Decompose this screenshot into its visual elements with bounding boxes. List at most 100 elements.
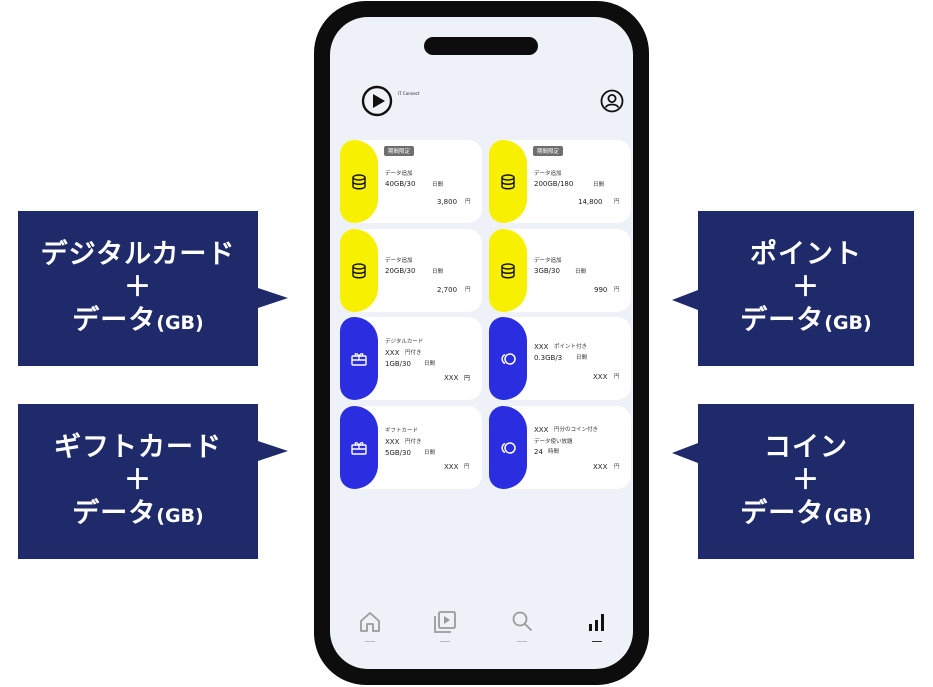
gift-card-icon — [351, 441, 367, 455]
card-price: 2,700 — [437, 286, 458, 294]
phone-screen: IT Connect 期間限定 データ追加 40GB/30 日間 3,800 円 — [330, 17, 633, 669]
card-currency: 円 — [614, 287, 620, 293]
card-strip — [340, 229, 378, 312]
plan-card-coin[interactable]: XXX 円分のコイン付き データ使い放題 24 時間 XXX 円 — [489, 406, 631, 489]
database-icon — [501, 173, 515, 189]
card-strip — [489, 140, 527, 223]
coins-icon — [501, 441, 516, 454]
phone-notch — [424, 37, 538, 55]
nav-label-marker — [517, 641, 527, 642]
user-circle-icon[interactable] — [600, 89, 624, 113]
gift-card-icon — [351, 352, 367, 366]
card-period: 日間 — [424, 450, 436, 456]
card-amount: 0.3GB/3 — [534, 354, 563, 362]
callout-title: コイン — [764, 432, 848, 464]
callout-title: ギフトカード — [54, 432, 222, 464]
callout-pointer — [672, 443, 698, 463]
callout-title: ポイント — [750, 239, 862, 271]
card-amount: 5GB/30 — [385, 449, 411, 457]
card-strip — [340, 317, 378, 400]
callout-digital-card-data: デジタルカード ＋ データ(GB) — [18, 211, 258, 366]
callout-gift-card-data: ギフトカード ＋ データ(GB) — [18, 404, 258, 559]
card-currency: 円 — [465, 287, 471, 293]
card-price: XXX — [593, 463, 608, 471]
limited-badge: 期間限定 — [533, 146, 564, 156]
plan-card-data-3gb[interactable]: データ追加 3GB/30 日間 990 円 — [489, 229, 631, 312]
card-amount: 1GB/30 — [385, 360, 411, 368]
card-label: デジタルカード — [385, 339, 424, 345]
card-unlimited: データ使い放題 — [534, 439, 573, 445]
card-bonus-suffix: 円付き — [405, 350, 422, 356]
card-price: XXX — [593, 373, 608, 381]
nav-label-marker — [365, 641, 375, 642]
play-circle-icon[interactable] — [361, 85, 393, 117]
card-currency: 円 — [614, 464, 620, 470]
card-bonus-suffix: 円分のコイン付き — [554, 427, 599, 433]
card-period: 日間 — [593, 182, 605, 188]
card-period: 日間 — [576, 355, 588, 361]
card-currency: 円 — [464, 464, 470, 470]
search-icon[interactable] — [509, 609, 535, 635]
card-strip — [340, 140, 378, 223]
app-name: IT Connect — [398, 91, 420, 96]
bar-chart-icon[interactable] — [584, 609, 610, 635]
card-amount: 3GB/30 — [534, 267, 560, 275]
callout-plus: ＋ — [124, 272, 152, 304]
card-amount: 200GB/180 — [534, 180, 574, 188]
card-period: 日間 — [432, 182, 444, 188]
card-bonus: XXX — [534, 426, 549, 434]
card-price: 3,800 — [437, 198, 458, 206]
card-currency: 円 — [614, 199, 620, 205]
callout-plus: ＋ — [792, 272, 820, 304]
card-amount: 20GB/30 — [385, 267, 416, 275]
phone-frame: IT Connect 期間限定 データ追加 40GB/30 日間 3,800 円 — [314, 1, 649, 685]
callout-point-data: ポイント ＋ データ(GB) — [698, 211, 914, 366]
card-bonus-suffix: ポイント付き — [554, 344, 588, 350]
callout-plus: ＋ — [792, 465, 820, 497]
callout-pointer — [258, 288, 288, 308]
card-period: 日間 — [432, 269, 444, 275]
card-currency: 円 — [465, 199, 471, 205]
callout-data-line: データ(GB) — [740, 497, 872, 529]
card-bonus-suffix: 円付き — [405, 439, 422, 445]
card-price: 14,800 — [578, 198, 603, 206]
card-label: データ追加 — [534, 258, 562, 264]
callout-plus: ＋ — [124, 465, 152, 497]
callout-data-line: データ(GB) — [72, 304, 204, 336]
card-period: 時間 — [548, 449, 560, 455]
database-icon — [352, 262, 366, 278]
callout-pointer — [258, 441, 288, 461]
plan-card-point[interactable]: XXX ポイント付き 0.3GB/3 日間 XXX 円 — [489, 317, 631, 400]
callout-data-line: データ(GB) — [72, 497, 204, 529]
nav-label-marker — [440, 641, 450, 642]
callout-pointer — [672, 290, 698, 310]
video-library-icon[interactable] — [432, 609, 458, 635]
card-label: データ追加 — [385, 258, 413, 264]
database-icon — [501, 262, 515, 278]
card-price: 990 — [594, 286, 608, 294]
home-icon[interactable] — [357, 609, 383, 635]
card-currency: 円 — [464, 375, 471, 382]
card-amount: 24 — [534, 448, 543, 456]
card-label: データ追加 — [534, 171, 562, 177]
card-bonus: XXX — [534, 343, 549, 351]
card-period: 日間 — [424, 361, 436, 367]
plan-card-data-40gb[interactable]: 期間限定 データ追加 40GB/30 日間 3,800 円 — [340, 140, 482, 223]
card-bonus: XXX — [385, 349, 400, 357]
plan-card-digital-card[interactable]: デジタルカード XXX 円付き 1GB/30 日間 XXX 円 — [340, 317, 482, 400]
plan-card-data-200gb[interactable]: 期間限定 データ追加 200GB/180 日間 14,800 円 — [489, 140, 631, 223]
card-price: XXX — [444, 374, 459, 382]
card-amount: 40GB/30 — [385, 180, 416, 188]
card-label: ギフトカード — [385, 428, 419, 434]
coins-icon — [501, 352, 516, 365]
plan-card-gift-card[interactable]: ギフトカード XXX 円付き 5GB/30 日間 XXX 円 — [340, 406, 482, 489]
callout-data-line: データ(GB) — [740, 304, 872, 336]
callout-coin-data: コイン ＋ データ(GB) — [698, 404, 914, 559]
card-strip — [489, 317, 527, 400]
plan-card-data-20gb[interactable]: データ追加 20GB/30 日間 2,700 円 — [340, 229, 482, 312]
card-price: XXX — [444, 463, 459, 471]
nav-label-marker-active — [592, 641, 602, 642]
card-strip — [489, 406, 527, 489]
card-strip — [489, 229, 527, 312]
card-currency: 円 — [614, 374, 620, 380]
